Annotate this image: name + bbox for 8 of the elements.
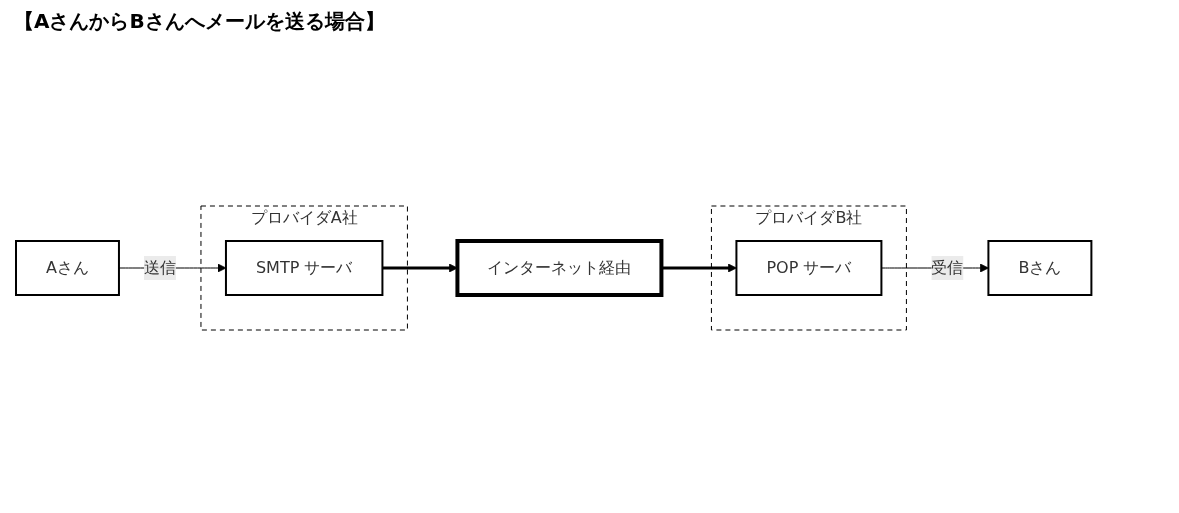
node-box: SMTP サーバ (224, 240, 384, 296)
edge-label: 受信 (931, 258, 964, 277)
node-box: インターネット経由 (455, 239, 664, 297)
diagram-title: 【AさんからBさんへメールを送る場合】 (14, 8, 386, 35)
node-box: Bさん (987, 240, 1093, 296)
node-box: Aさん (15, 240, 120, 296)
node-box: POP サーバ (735, 240, 883, 296)
edge-label: 送信 (143, 258, 176, 277)
